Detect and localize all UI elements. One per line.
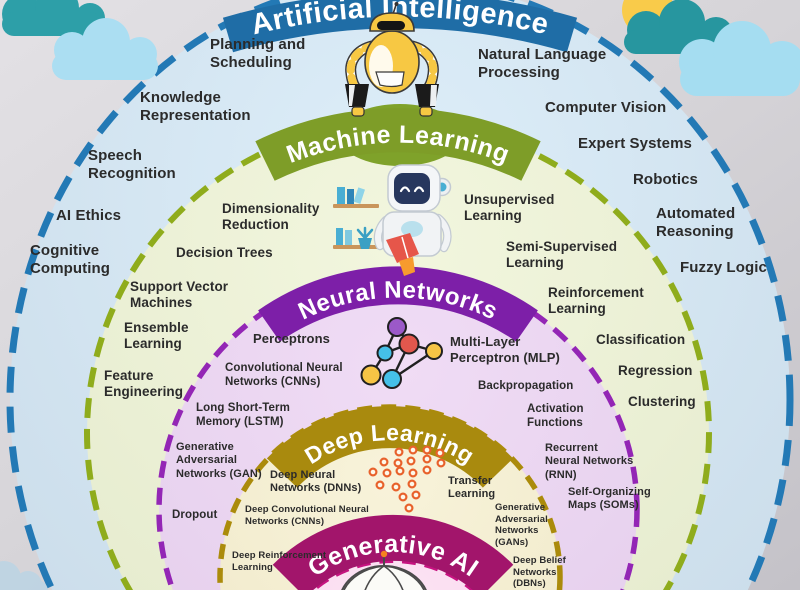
label-knowledge-representation: Knowledge Representation	[140, 89, 251, 125]
label-ensemble-learning: Ensemble Learning	[124, 320, 189, 352]
label-backpropagation: Backpropagation	[478, 380, 574, 392]
label-support-vector-machines: Support Vector Machines	[130, 279, 229, 311]
label-perceptrons: Perceptrons	[253, 331, 330, 346]
label-clustering: Clustering	[628, 394, 696, 409]
label-decision-trees: Decision Trees	[176, 245, 273, 260]
label-classification: Classification	[596, 332, 686, 347]
banner-generative-ai	[272, 514, 514, 590]
label-semi-supervised-learning: Semi-Supervised Learning	[506, 239, 618, 271]
label-unsupervised-learning: Unsupervised Learning	[464, 192, 555, 224]
label-speech-recognition: Speech Recognition	[88, 147, 176, 183]
label-deep-belief-networks: Deep Belief Networks (DBNs)	[513, 555, 566, 590]
label-long-short-term-memory: Long Short-Term Memory (LSTM)	[196, 402, 290, 429]
reading-robot-icon	[373, 164, 452, 276]
label-reinforcement-learning: Reinforcement Learning	[548, 285, 644, 317]
cloud-icon	[0, 561, 48, 590]
robot-head-icon	[341, 550, 427, 590]
network-graph-icon	[360, 317, 443, 389]
label-deep-convolutional-neural-networks: Deep Convolutional Neural Networks (CNNs…	[245, 504, 369, 527]
bookshelf-icon	[333, 187, 379, 249]
label-cognitive-computing: Cognitive Computing	[30, 242, 111, 278]
label-convolutional-neural-networks: Convolutional Neural Networks (CNNs)	[225, 362, 343, 389]
label-deep-reinforcement-learning: Deep Reinforcement Learning	[232, 550, 327, 573]
label-generative-adversarial-networks-gan: Generative Adversarial Networks (GAN)	[176, 441, 262, 480]
dots-cluster-icon	[368, 445, 446, 513]
cloud-icon	[2, 0, 105, 36]
label-generative-adversarial-networks-gans: Generative Adversarial Networks (GANs)	[495, 502, 548, 548]
cloud-icon	[52, 18, 158, 80]
label-multi-layer-perceptron: Multi-Layer Perceptron (MLP)	[450, 334, 560, 365]
label-expert-systems: Expert Systems	[578, 135, 692, 152]
label-recurrent-neural-networks: Recurrent Neural Networks (RNN)	[545, 442, 634, 481]
label-natural-language-processing: Natural Language Processing	[478, 46, 607, 82]
label-fuzzy-logic: Fuzzy Logic	[680, 259, 767, 276]
label-transfer-learning: Transfer Learning	[448, 475, 496, 501]
label-self-organizing-maps: Self-Organizing Maps (SOMs)	[568, 486, 651, 512]
banner-neural-networks	[258, 266, 538, 342]
cloud-icon	[679, 21, 800, 96]
label-automated-reasoning: Automated Reasoning	[656, 205, 736, 241]
standing-robot-icon	[345, 2, 439, 117]
label-planning-and-scheduling: Planning and Scheduling	[210, 36, 306, 72]
label-activation-functions: Activation Functions	[527, 403, 584, 430]
label-deep-neural-networks: Deep Neural Networks (DNNs)	[270, 469, 362, 495]
label-ai-ethics: AI Ethics	[56, 207, 122, 224]
label-computer-vision: Computer Vision	[545, 99, 667, 116]
banner-deep-learning	[266, 406, 514, 488]
label-dropout: Dropout	[172, 509, 218, 521]
label-feature-engineering: Feature Engineering	[104, 368, 184, 400]
label-dimensionality-reduction: Dimensionality Reduction	[222, 201, 320, 233]
cloud-icon	[624, 0, 736, 54]
label-robotics: Robotics	[633, 171, 698, 188]
label-regression: Regression	[618, 363, 693, 378]
banner-machine-learning	[255, 108, 541, 181]
banner-artificial-intelligence	[222, 0, 578, 53]
